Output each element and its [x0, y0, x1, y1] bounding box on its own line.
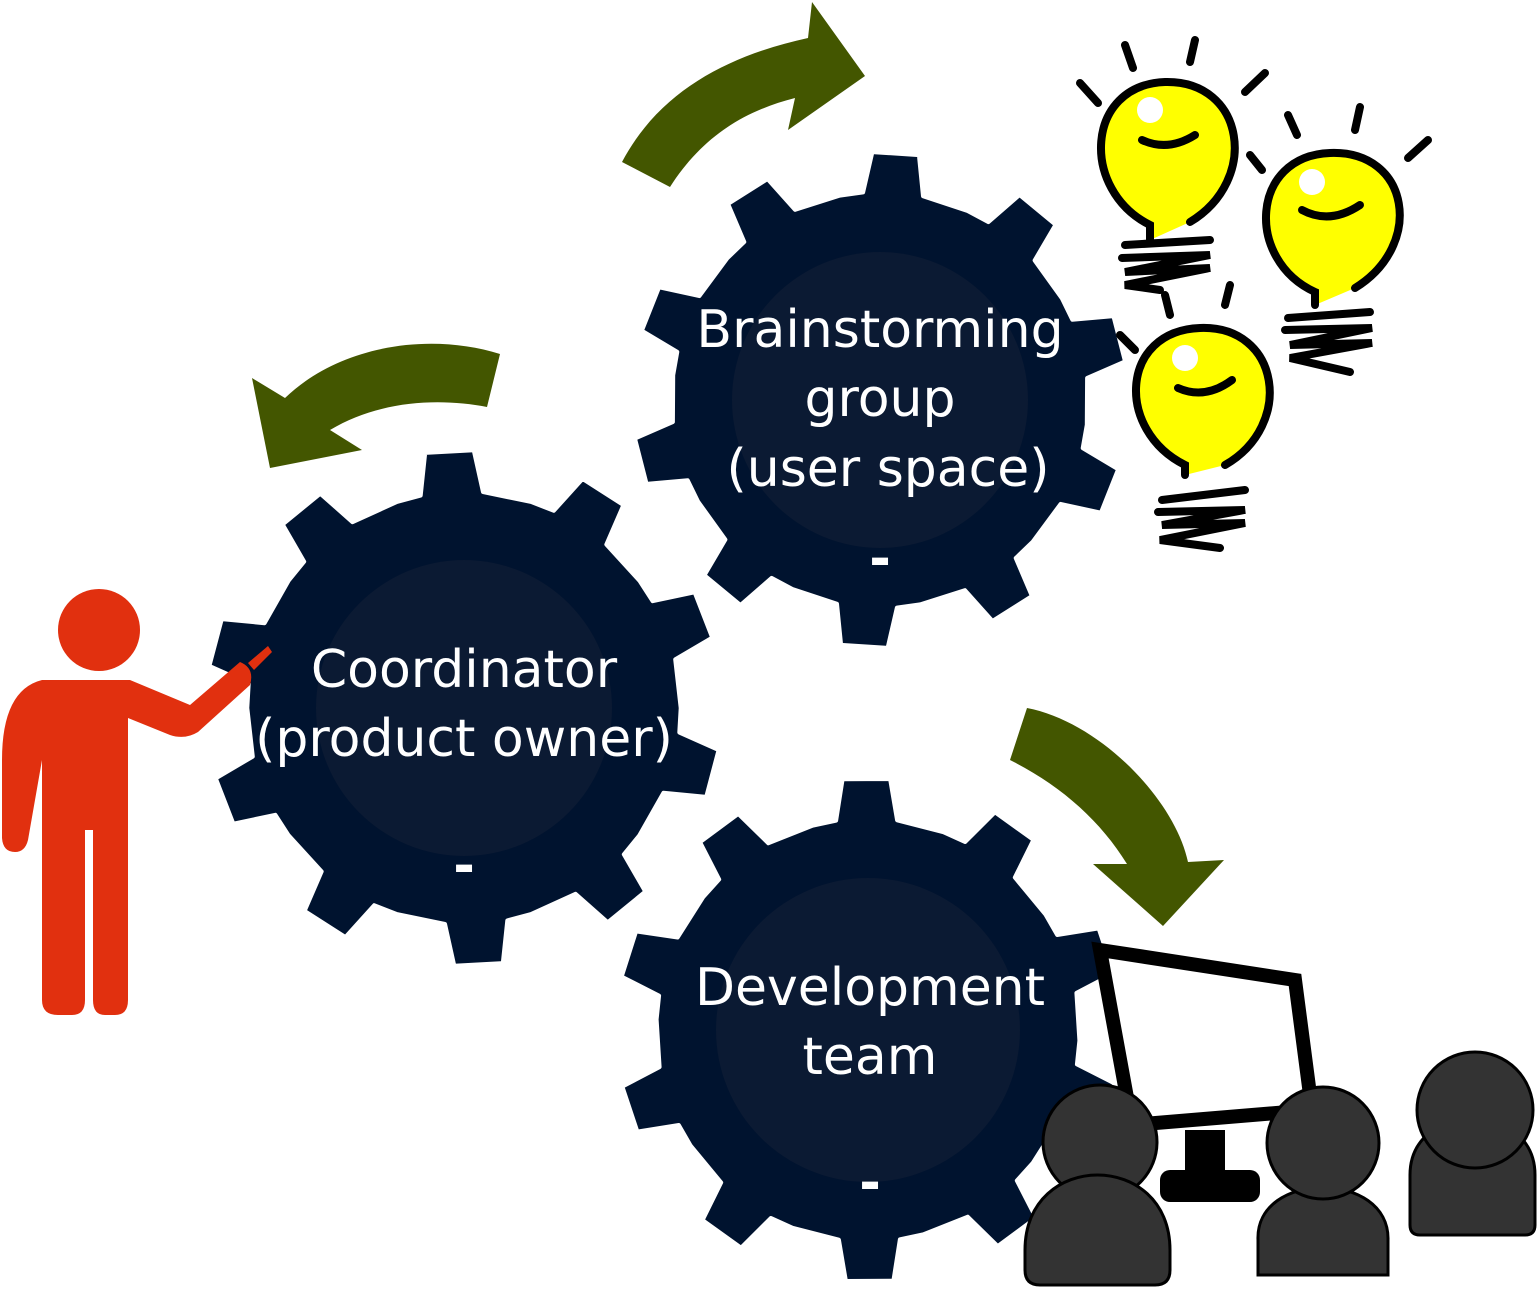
gear-hub — [732, 252, 1028, 548]
gear-label-line: (product owner) — [255, 709, 673, 769]
gear-label-coordinator: Coordinator (product owner) - — [255, 640, 673, 896]
gear-mark: - — [859, 1153, 881, 1213]
gear-label-line: (user space) — [726, 439, 1049, 499]
gear-label-line: Development — [695, 958, 1045, 1018]
gear-mark: - — [869, 529, 891, 589]
gear-label-line: Brainstorming — [696, 300, 1063, 360]
gear-hub — [316, 560, 612, 856]
curved-arrow-icon — [622, 2, 865, 187]
gear-label-development: Development team - — [695, 958, 1045, 1213]
gear-label-line: team — [803, 1027, 938, 1087]
gear-development — [619, 777, 1117, 1283]
presenter-person-icon — [2, 589, 272, 1015]
gear-mark: - — [453, 836, 475, 896]
gear-brainstorming — [633, 150, 1127, 650]
gear-label-line: Coordinator — [311, 640, 618, 700]
lightbulb-icon — [1262, 103, 1432, 376]
curved-arrow-icon — [252, 343, 500, 468]
computer-monitor-icon — [1091, 941, 1320, 1202]
gear-hub — [716, 878, 1020, 1182]
gear-label-brainstorming: Brainstorming group (user space) - — [696, 300, 1063, 589]
lightbulb-icon — [1076, 36, 1269, 294]
gear-label-line: group — [804, 369, 955, 429]
gear-coordinator — [207, 448, 721, 968]
lightbulb-icon — [1116, 281, 1274, 552]
team-people-icon — [1023, 1050, 1537, 1287]
curved-arrow-icon — [1010, 708, 1224, 926]
